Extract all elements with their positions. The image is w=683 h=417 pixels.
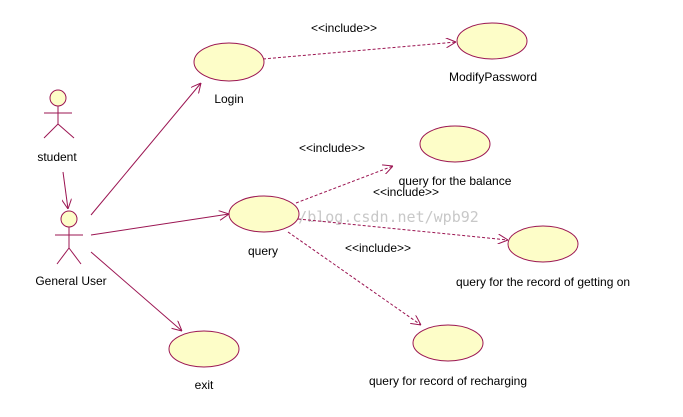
actor-general-user[interactable] (55, 210, 83, 265)
login-ellipse (193, 42, 265, 82)
use-case-modify-password[interactable]: ModifyPassword (449, 22, 537, 84)
use-case-login[interactable]: Login (193, 42, 265, 106)
actor-student[interactable] (43, 89, 75, 139)
include-query-getting-on (297, 218, 508, 240)
stereotype-query-balance: <<include>> (299, 141, 365, 155)
use-case-query[interactable]: query (228, 195, 300, 258)
login-label: Login (214, 92, 243, 106)
general-user-label: General User (35, 274, 106, 288)
getting-on-ellipse (507, 225, 579, 263)
general-user-right-leg (68, 247, 82, 265)
query-label: query (248, 244, 278, 258)
student-head (49, 89, 67, 107)
generalization-student-general-user (63, 171, 68, 209)
general-user-left-leg (56, 247, 70, 265)
exit-ellipse (168, 330, 240, 368)
recharging-ellipse (412, 324, 484, 362)
watermark-text: http://blog.csdn.net/wpb92 (244, 208, 479, 226)
include-login-modifypassword (262, 42, 456, 60)
modify-password-ellipse (456, 22, 528, 60)
exit-label: exit (195, 378, 214, 392)
balance-ellipse (419, 125, 491, 163)
student-right-leg (57, 123, 75, 139)
getting-on-label: query for the record of getting on (456, 275, 630, 289)
stereotype-query-getting-on: <<include>> (373, 185, 439, 199)
include-query-recharging (287, 231, 421, 325)
recharging-label: query for record of recharging (369, 374, 527, 388)
use-case-balance[interactable]: query for the balance (399, 125, 512, 188)
use-case-recharging[interactable]: query for record of recharging (369, 324, 527, 388)
query-ellipse (228, 195, 300, 233)
student-left-leg (43, 123, 59, 139)
student-label: student (37, 150, 77, 164)
include-query-balance (295, 166, 393, 204)
association-user-query (90, 214, 229, 236)
use-case-exit[interactable]: exit (168, 330, 240, 392)
association-user-exit (90, 251, 182, 331)
stereotype-query-recharging: <<include>> (345, 241, 411, 255)
balance-label: query for the balance (399, 174, 512, 188)
use-case-getting-on[interactable]: query for the record of getting on (456, 225, 630, 289)
stereotype-login-modify: <<include>> (311, 21, 377, 35)
general-user-head (60, 210, 78, 228)
modify-password-label: ModifyPassword (449, 70, 537, 84)
association-user-login (90, 83, 201, 216)
